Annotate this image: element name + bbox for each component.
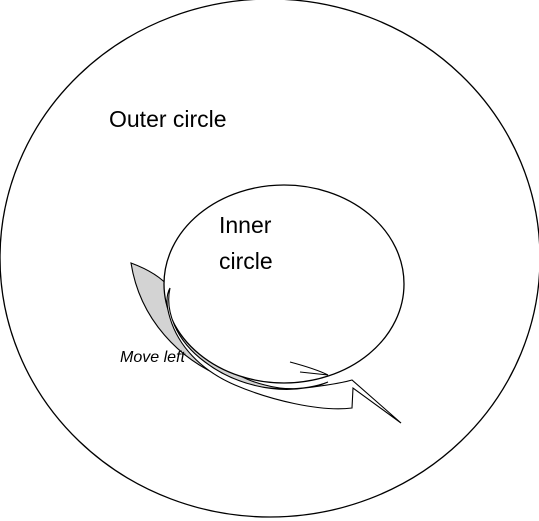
arrow-hook: [289, 361, 329, 376]
inner-label-line2: circle: [219, 248, 273, 274]
outer-circle-label: Outer circle: [109, 106, 227, 132]
inner-label-line1: Inner: [219, 212, 272, 238]
moving-arrow: [166, 287, 402, 424]
inner-circle: [163, 184, 405, 384]
inner-circle-label: Inner circle: [219, 207, 299, 279]
move-left-label: Move left: [120, 349, 185, 366]
